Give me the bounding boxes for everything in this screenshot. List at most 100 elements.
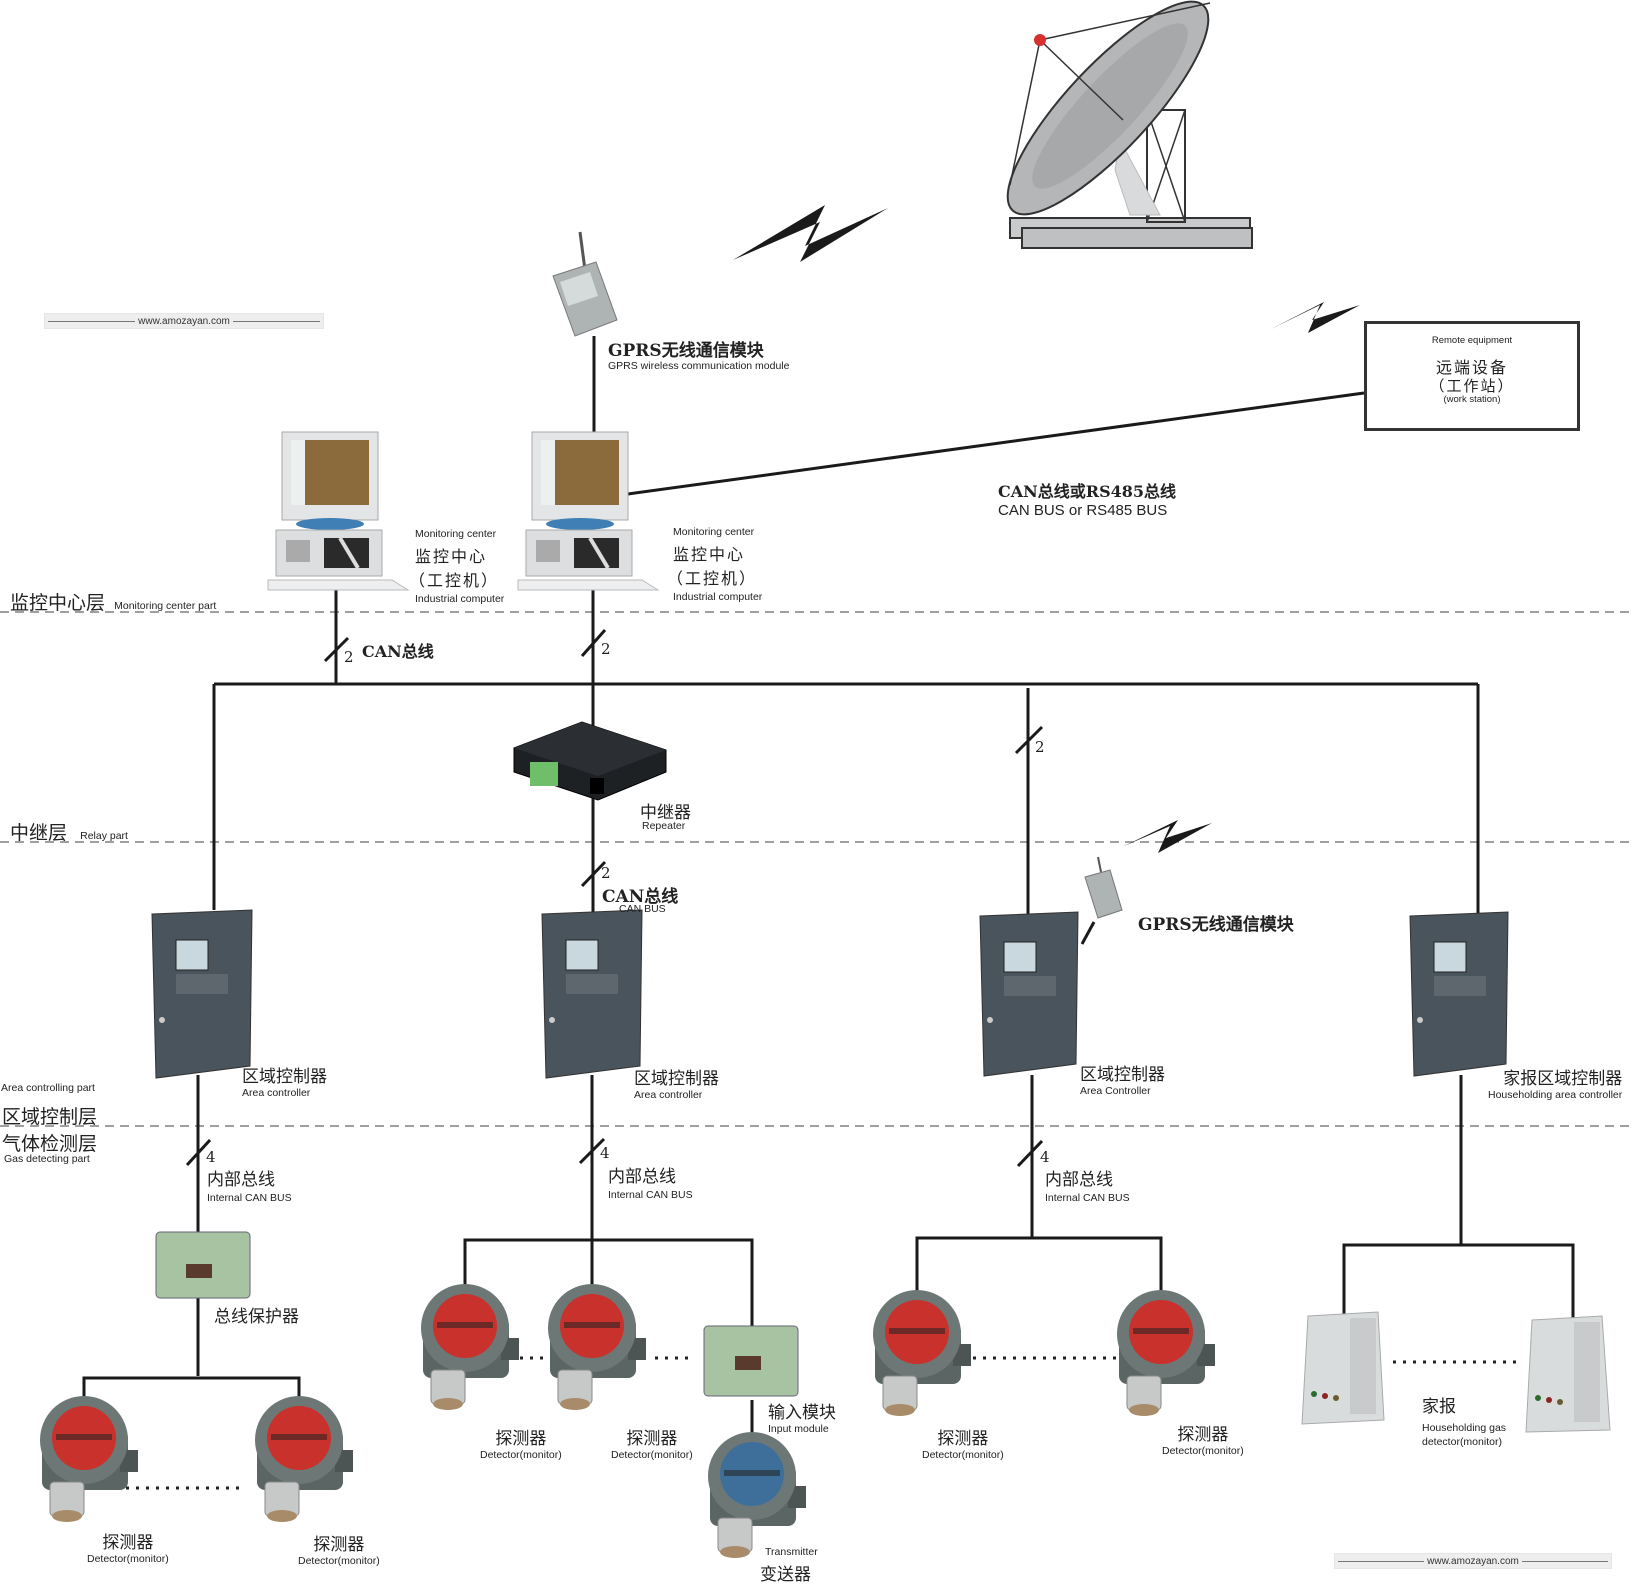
internal-bus-zh: 内部总线 — [1045, 1170, 1113, 1190]
gas-detector-icon — [548, 1284, 646, 1410]
watermark-top: www.amozayan.com — [44, 313, 324, 329]
input-module-en: Input module — [768, 1423, 829, 1435]
mc-en-top: Monitoring center — [415, 528, 497, 540]
internal-bus-2-label: 内部总线 Internal CAN BUS — [608, 1162, 693, 1201]
lightning-icon — [1269, 302, 1360, 333]
slash-mark — [580, 629, 607, 657]
area-controller-1-icon — [151, 909, 253, 1079]
detector-label: 探测器 Detector(monitor) — [298, 1530, 380, 1567]
wire-count-label: 2 — [1035, 738, 1045, 756]
detector-en: Detector(monitor) — [87, 1553, 169, 1565]
remote-en: Remote equipment — [1431, 335, 1513, 346]
detector-zh: 探测器 — [1177, 1425, 1229, 1445]
internal-bus-zh: 内部总线 — [608, 1167, 676, 1187]
layer-en: Relay part — [80, 830, 128, 842]
branch-2-bus — [463, 1238, 754, 1330]
mc-en-bottom: Industrial computer — [415, 593, 505, 605]
slash-mark — [578, 1137, 606, 1165]
bus-protector-icon — [155, 1231, 251, 1299]
repeater-icon — [513, 721, 667, 801]
slash-mark — [185, 1138, 212, 1167]
controller-zh: 区域控制器 — [242, 1067, 327, 1087]
internal-bus-en: Internal CAN BUS — [207, 1192, 292, 1204]
mc-zh1: 监控中心 — [415, 547, 488, 566]
internal-bus-1-label: 内部总线 Internal CAN BUS — [207, 1165, 292, 1204]
area-controller-2-icon — [541, 909, 643, 1079]
remote-zh2: （工作站） — [1429, 377, 1515, 395]
input-module-icon — [703, 1325, 799, 1397]
mc-zh1: 监控中心 — [673, 545, 746, 564]
wire-gprs-area — [1080, 921, 1096, 945]
layer-label-area-en: Area controlling part — [1, 1082, 95, 1094]
wire-count-label: 2 — [344, 648, 354, 666]
household-label-zh: 家报 — [1422, 1397, 1456, 1417]
wire-count-label: 4 — [600, 1144, 610, 1162]
repeater-bus-label-en: CAN BUS — [619, 903, 666, 915]
monitoring-center-1-label: Monitoring center 监控中心 （工控机） Industrial … — [409, 528, 505, 605]
internal-bus-en: Internal CAN BUS — [608, 1189, 693, 1201]
input-module-label: 输入模块 Input module — [768, 1398, 836, 1435]
household-detector-2-icon — [1525, 1315, 1611, 1433]
branch-1-bus — [82, 1376, 301, 1412]
repeater-label-en: Repeater — [642, 820, 686, 832]
layer-label-gas-en: Gas detecting part — [4, 1153, 90, 1165]
wire-count-label: 4 — [206, 1148, 216, 1166]
layer-zh: 中继层 — [10, 822, 68, 844]
slash-mark — [323, 636, 350, 663]
controller-3-label: 区域控制器 Area Controller — [1080, 1060, 1165, 1097]
watermark-bottom: www.amozayan.com — [1334, 1553, 1612, 1569]
mc-en-top: Monitoring center — [673, 526, 755, 538]
lightning-icon — [1122, 820, 1212, 853]
layer-label-gas-zh: 气体检测层 — [2, 1133, 98, 1155]
bus-link-label-en: CAN BUS or RS485 BUS — [998, 502, 1168, 519]
detector-en: Detector(monitor) — [611, 1449, 693, 1461]
gprs-area-label: GPRS无线通信模块 — [1138, 915, 1294, 935]
transmitter-label-en: Transmitter — [765, 1546, 818, 1558]
detector-label: 探测器 Detector(monitor) — [480, 1424, 562, 1461]
slash-mark — [1016, 1139, 1044, 1168]
industrial-computer-1-icon — [267, 431, 410, 591]
controller-zh: 区域控制器 — [1080, 1065, 1165, 1085]
repeater-label-zh: 中继器 — [640, 803, 691, 823]
detector-zh: 探测器 — [626, 1429, 678, 1449]
controller-en: Area controller — [634, 1089, 703, 1101]
detector-en: Detector(monitor) — [1162, 1445, 1244, 1457]
detector-label: 探测器 Detector(monitor) — [1162, 1420, 1244, 1457]
internal-bus-zh: 内部总线 — [207, 1170, 275, 1190]
layer-zh: 监控中心层 — [10, 592, 106, 614]
mc-zh2: （工控机） — [409, 571, 500, 590]
gprs-module-label-zh: GPRS无线通信模块 — [608, 341, 764, 361]
slash-mark — [1014, 725, 1044, 755]
gas-detector-icon — [873, 1290, 971, 1416]
household-detector-1-icon — [1301, 1311, 1385, 1425]
watermark-text: www.amozayan.com — [138, 315, 230, 327]
remote-equipment-box: Remote equipment 远端设备 （工作站） (work statio… — [1364, 321, 1580, 431]
layer-en: Monitoring center part — [114, 600, 217, 612]
controller-en: Area Controller — [1080, 1085, 1151, 1097]
detector-zh: 探测器 — [102, 1533, 154, 1553]
detector-label: 探测器 Detector(monitor) — [611, 1424, 693, 1461]
wire-remote-link — [627, 391, 1365, 496]
detector-label: 探测器 Detector(monitor) — [922, 1424, 1004, 1461]
lightning-icon — [733, 205, 888, 262]
area-controller-3-icon — [979, 911, 1079, 1077]
detector-en: Detector(monitor) — [480, 1449, 562, 1461]
detector-zh: 探测器 — [495, 1429, 547, 1449]
watermark-text: www.amozayan.com — [1427, 1555, 1519, 1567]
detector-zh: 探测器 — [937, 1429, 989, 1449]
wire-count-label: 2 — [601, 640, 611, 658]
controller-en: Householding area controller — [1488, 1089, 1623, 1101]
detector-zh: 探测器 — [313, 1535, 365, 1555]
bus-link-label-zh: CAN总线或RS485总线 — [998, 482, 1177, 501]
industrial-computer-2-icon — [517, 431, 660, 591]
internal-bus-3-label: 内部总线 Internal CAN BUS — [1045, 1165, 1130, 1204]
branch-4-bus — [1342, 1243, 1575, 1330]
slash-mark — [580, 860, 607, 888]
mc-en-bottom: Industrial computer — [673, 591, 763, 603]
repeater-bus-label-zh: CAN总线 — [602, 887, 679, 907]
remote-zh1: 远端设备 — [1435, 358, 1508, 377]
controller-en: Area controller — [242, 1087, 311, 1099]
internal-bus-en: Internal CAN BUS — [1045, 1192, 1130, 1204]
monitoring-center-2-label: Monitoring center 监控中心 （工控机） Industrial … — [667, 526, 763, 603]
gprs-module-area-icon — [1084, 856, 1123, 919]
